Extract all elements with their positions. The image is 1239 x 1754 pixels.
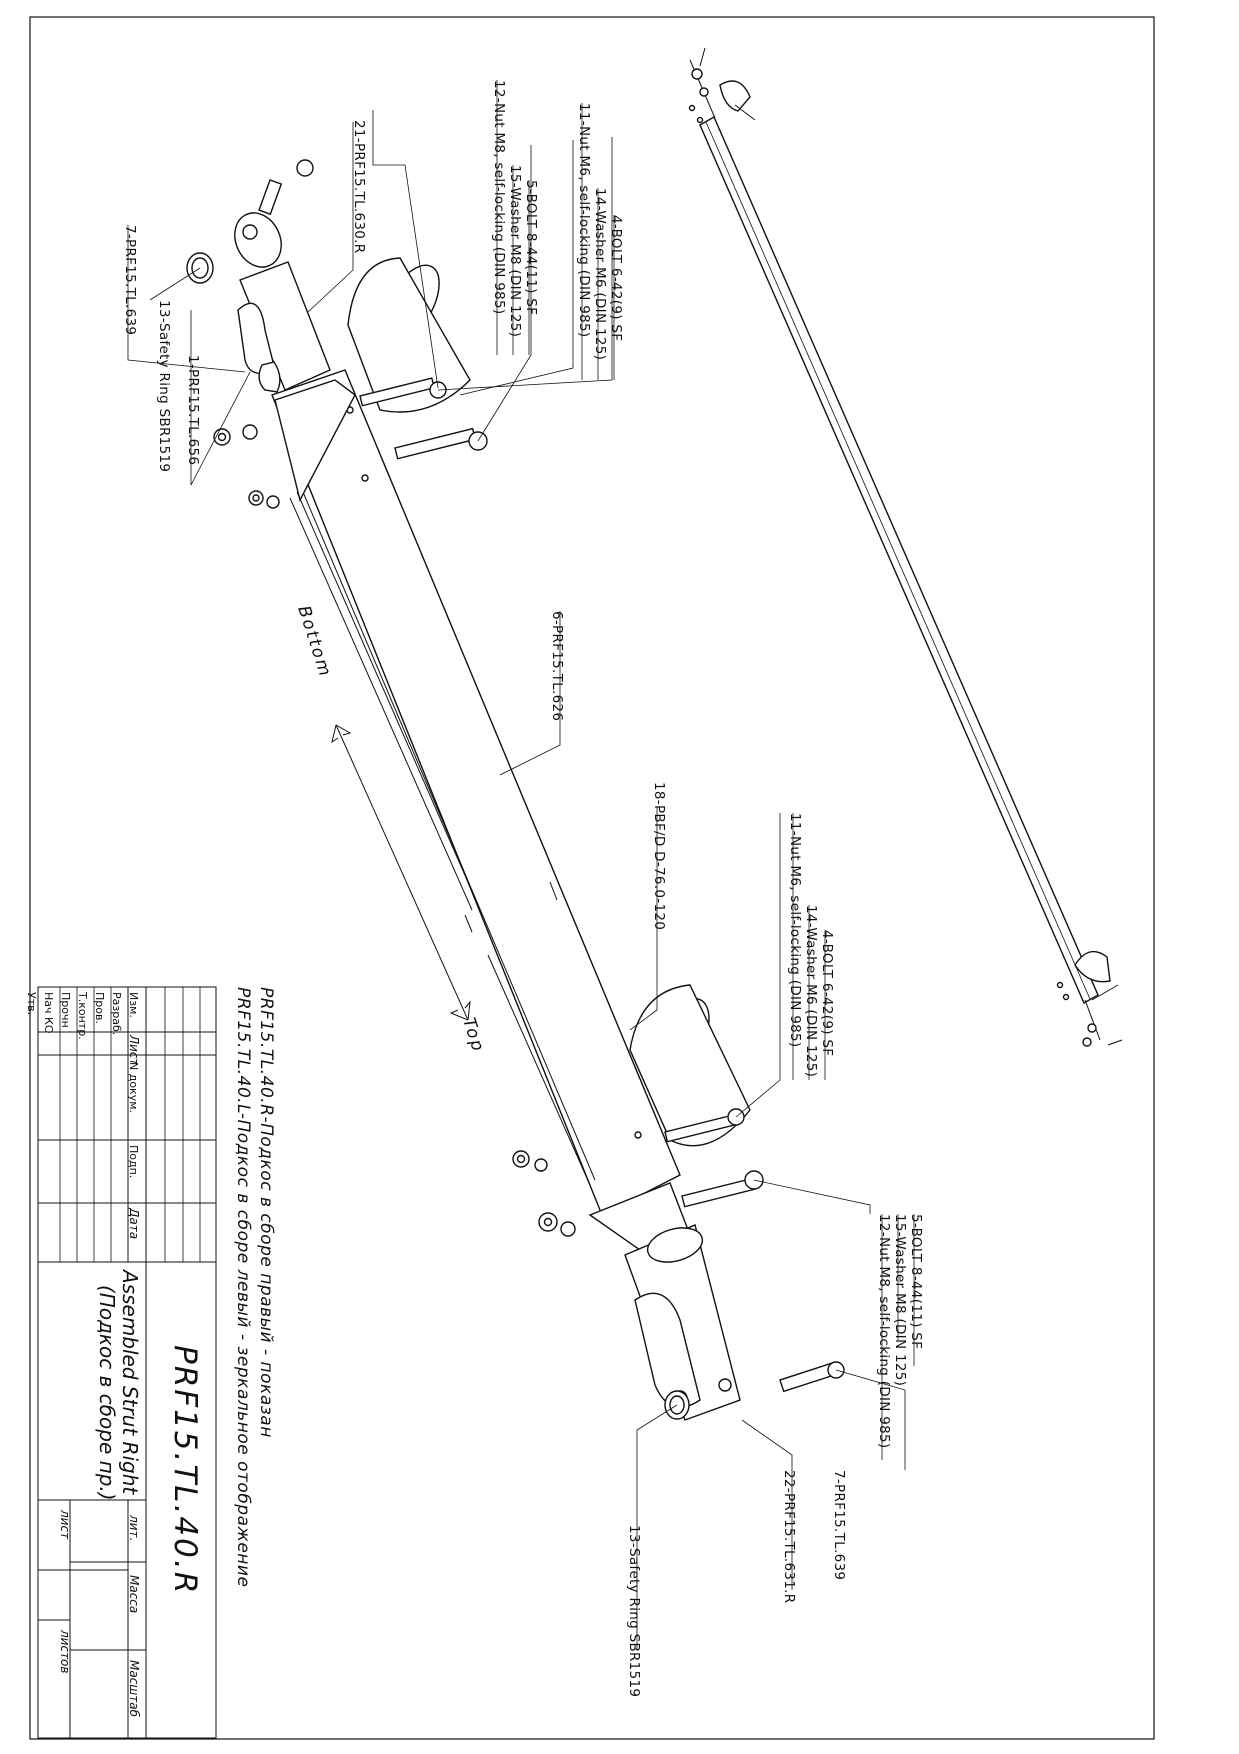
label-prf631r: 22-PRF15.TL.631.R: [781, 1470, 797, 1603]
role-prov: Пров.: [93, 992, 106, 1024]
role-prochn: Прочн: [59, 992, 72, 1028]
label-washer-m6-bottom: 14-Washer M6 (DIN 125): [803, 905, 819, 1077]
label-bolt-8-44-bottom: 5-BOLT 8-44(11) SF: [908, 1214, 924, 1349]
role-utv: Утв.: [25, 992, 38, 1015]
label-bolt-6-42-top: 4-BOLT 6-42(9) SF: [608, 215, 624, 341]
role-nach-ko: Нач КО: [42, 992, 55, 1034]
label-safety-ring-top: 13-Safety Ring SBR1519: [156, 300, 172, 472]
col-list: Лист: [127, 1034, 141, 1066]
col-data: Дата: [127, 1207, 141, 1239]
label-bolt-6-42-bottom: 4-BOLT 6-42(9) SF: [819, 930, 835, 1056]
tb-sheet: лист: [58, 1509, 72, 1540]
main-strut: [186, 159, 845, 1421]
col-izm: Изм.: [127, 992, 140, 1018]
label-nut-m6-bottom: 11-Nut M6, self-locking (DIN 985): [787, 813, 803, 1047]
title-name-en: Assembled Strut Right: [118, 1268, 142, 1495]
direction-bottom: Bottom: [293, 603, 335, 680]
tb-mass: Масса: [127, 1575, 141, 1613]
title-block: [37, 986, 217, 1739]
label-safety-ring-bottom: 13-Safety Ring SBR1519: [626, 1525, 642, 1697]
direction-top: Top: [458, 1015, 488, 1055]
note-left-mirror: PRF15.TL.40.L-Подкос в сборе левый - зер…: [233, 987, 253, 1587]
title-designation: PRF15.TL.40.R: [167, 1345, 203, 1595]
label-washer-m8-top: 15-Washer M8 (DIN 125): [507, 165, 523, 337]
label-prf630r: 21-PRF15.TL.630.R: [351, 120, 367, 253]
overview-strut: [688, 47, 1123, 1047]
note-right-shown: PRF15.TL.40.R-Подкос в сборе правый - по…: [256, 987, 276, 1438]
label-prf639-bottom: 7-PRF15.TL.639: [831, 1470, 847, 1580]
label-nut-m8-bottom: 12-Nut M8, self-locking (DIN 985): [876, 1214, 892, 1448]
leaders-bottom: [629, 807, 906, 1650]
label-nut-m6-top: 11-Nut M6, self-locking (DIN 985): [576, 103, 592, 337]
tb-sheets: листов: [58, 1629, 72, 1673]
direction-arrow: [331, 724, 471, 1021]
label-underlines: [496, 80, 915, 1460]
label-prf656: 1-PRF15.TL.656: [185, 355, 201, 465]
tb-lit: лит.: [127, 1514, 141, 1541]
col-podp: Подп.: [127, 1145, 140, 1178]
label-nut-m8-top: 12-Nut M8, self-locking (DIN 985): [491, 80, 507, 314]
label-washer-m8-bottom: 15-Washer M8 (DIN 125): [892, 1214, 908, 1386]
label-bolt-8-44-top: 5-BOLT 8-44(11) SF: [523, 180, 539, 315]
role-razrab: Разраб.: [110, 992, 123, 1035]
label-washer-m6-top: 14-Washer M6 (DIN 125): [592, 188, 608, 360]
col-n-dokum: N докум.: [127, 1062, 140, 1113]
drawing-frame: [29, 16, 1155, 1740]
leaders-top: [127, 110, 613, 776]
role-tkontr: Т.контр.: [76, 991, 89, 1040]
label-prf639-top: 7-PRF15.TL.639: [122, 225, 138, 335]
title-name-ru: (Подкос в сборе пр.): [95, 1285, 119, 1501]
tb-scale: Масштаб: [127, 1660, 141, 1718]
label-prf626: 6-PRF15.TL.626: [549, 611, 565, 721]
label-pbf-d76: 18-PBF/D D-76.0-120: [651, 782, 667, 930]
